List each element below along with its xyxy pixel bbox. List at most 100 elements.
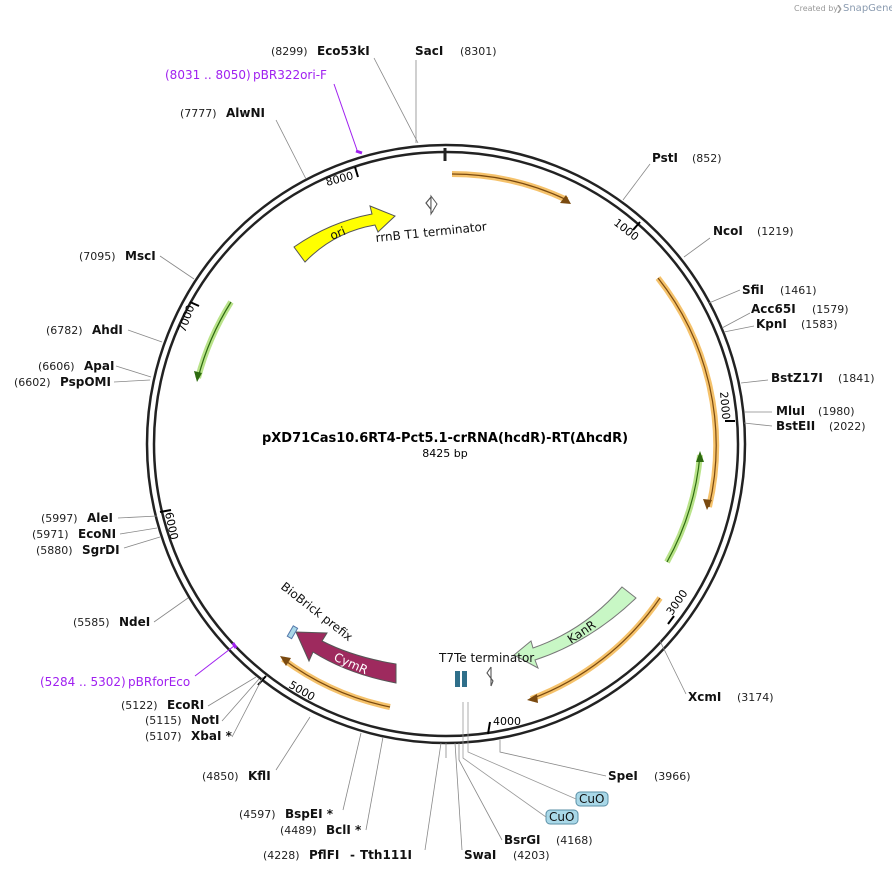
ori-feature[interactable] [293,205,396,263]
feature-arc-orange-top[interactable] [451,171,569,203]
primer-pbr322ori-f[interactable]: pBR322ori-F [253,68,327,82]
site-pos-ndei: (5585) [73,616,110,629]
site-pos-msci: (7095) [79,250,116,263]
arrowhead-orange-bottom [527,694,538,703]
credit-prefix: Created by [794,4,838,13]
site-alei[interactable]: AleI [87,511,113,525]
t7te-terminator-icon [486,666,494,687]
site-separator: - [350,848,355,862]
site-pos-sgrdi: (5880) [36,544,73,557]
tick-label-3000: 3000 [664,587,691,617]
site-sfii[interactable]: SfiI [742,283,764,297]
primer-pos-pbrforeco: (5284 .. 5302) [40,675,126,689]
site-pos-bsrgi: (4168) [556,834,593,847]
site-bsteii[interactable]: BstEII [776,419,815,433]
site-pos-noti: (5115) [145,714,182,727]
plasmid-length: 8425 bp [422,447,467,460]
primer-leader-lines [194,83,358,677]
primer-mark-pbrforeco [231,642,238,649]
site-ecori[interactable]: EcoRI [167,698,204,712]
kanr-feature[interactable] [513,586,637,670]
site-leader-lines [113,57,773,851]
site-pos-mlui: (1980) [818,405,855,418]
arrowhead-green-left [194,371,202,382]
site-pos-bcli: (4489) [280,824,317,837]
site-pos-econi: (5971) [32,528,69,541]
rrnb-terminator-label: rrnB T1 terminator [375,219,488,245]
tick-label-1000: 1000 [611,216,641,243]
cymr-feature[interactable] [295,631,397,684]
primer-mark-pbr322ori-f [355,149,363,155]
feature-arc-green-right[interactable] [664,454,703,564]
site-pos-bspei: (4597) [239,808,276,821]
site-econi[interactable]: EcoNI [78,527,116,541]
site-msci[interactable]: MscI [125,249,156,263]
site-swai[interactable]: SwaI [464,848,496,862]
site-ndei[interactable]: NdeI [119,615,150,629]
tick-label-8000: 8000 [324,169,354,189]
site-saci[interactable]: SacI [415,44,443,58]
site-pos-ahdi: (6782) [46,324,83,337]
tick-marks [159,166,735,735]
primer-pbrforeco[interactable]: pBRforEco [128,675,190,689]
biobrick-prefix-feature[interactable] [286,625,299,640]
cuo-label-1: CuO [579,792,604,806]
site-pos-bstz17i: (1841) [838,372,875,385]
arrowhead-green-right [696,451,704,462]
site-pos-ecori: (5122) [121,699,158,712]
site-kfli[interactable]: KflI [248,769,271,783]
kanr-label: KanR [565,618,599,647]
site-pos-kfli: (4850) [202,770,239,783]
site-xbai[interactable]: XbaI * [191,729,233,743]
site-pos-apai: (6606) [38,360,75,373]
site-pos-acc65i: (1579) [812,303,849,316]
site-pflfi[interactable]: PflFI [309,848,339,862]
ori-label: ori [328,224,348,243]
arrowhead-orange-left [280,656,291,666]
tick-label-6000: 6000 [162,511,181,541]
site-pos-xcmi: (3174) [737,691,774,704]
site-eco53ki[interactable]: Eco53kI [317,44,370,58]
site-pos-xbai: (5107) [145,730,182,743]
plasmid-name: pXD71Cas10.6RT4-Pct5.1-crRNA(hcdR)-RT(Δh… [262,431,628,446]
site-noti[interactable]: NotI [191,713,220,727]
site-pos-alwni: (7777) [180,107,217,120]
site-ahdi[interactable]: AhdI [92,323,123,337]
site-psti[interactable]: PstI [652,151,678,165]
site-alwni[interactable]: AlwNI [226,106,265,120]
t7te-block-1 [455,671,460,687]
site-acc65i[interactable]: Acc65I [751,302,796,316]
site-pspomi[interactable]: PspOMI [60,375,111,389]
site-pos-ncoi: (1219) [757,225,794,238]
site-pos-pspomi: (6602) [14,376,51,389]
site-bsrgi[interactable]: BsrGI [504,833,541,847]
site-sgrdi[interactable]: SgrDI [82,543,120,557]
site-pos-sfii: (1461) [780,284,817,297]
feature-arc-green-left[interactable] [195,300,234,379]
tick-label-2000: 2000 [717,391,732,420]
site-kpni[interactable]: KpnI [756,317,787,331]
tick-label-4000: 4000 [493,715,521,728]
site-pos-saci: (8301) [460,45,497,58]
arrowhead-orange-top [560,195,571,204]
site-mlui[interactable]: MluI [776,404,805,418]
credit-brand: SnapGene [843,3,892,14]
cuo-label-2: CuO [549,810,574,824]
site-bspei[interactable]: BspEI * [285,807,334,821]
snapgene-logo-icon: ❯ [836,4,843,13]
site-pos-alei: (5997) [41,512,78,525]
site-pos-swai: (4203) [513,849,550,862]
site-bcli[interactable]: BclI * [326,823,362,837]
site-ncoi[interactable]: NcoI [713,224,743,238]
site-tth111i[interactable]: Tth111I [360,848,412,862]
site-bstz17i[interactable]: BstZ17I [771,371,823,385]
site-xcmi[interactable]: XcmI [688,690,721,704]
primer-pos-pbr322ori-f: (8031 .. 8050) [165,68,251,82]
site-apai[interactable]: ApaI [84,359,114,373]
arrowhead-orange-right [703,499,712,510]
t7te-terminator-label: T7Te terminator [438,651,534,665]
site-pos-spei: (3966) [654,770,691,783]
site-spei[interactable]: SpeI [608,769,638,783]
site-pos-psti: (852) [692,152,722,165]
site-pos-eco53ki: (8299) [271,45,308,58]
